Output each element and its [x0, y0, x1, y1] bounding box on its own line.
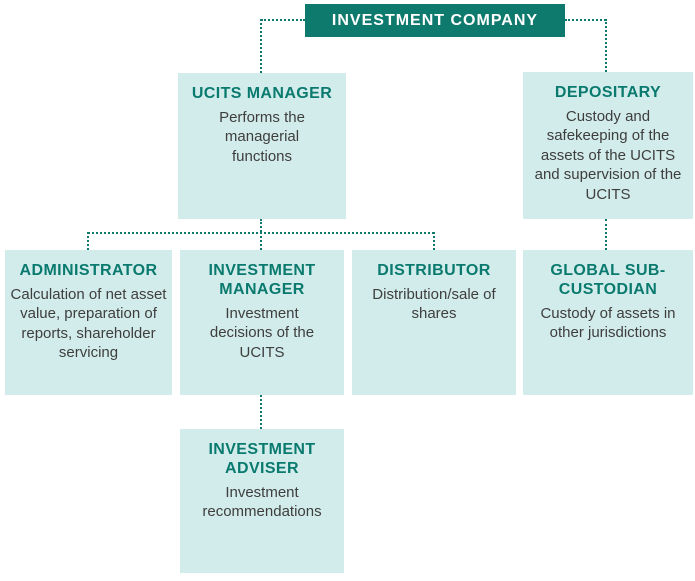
node-ucits-manager-description: Performs the managerial functions [219, 108, 305, 165]
node-investment-manager-title: INVESTMENT MANAGER [208, 262, 316, 298]
connector-investment-manager-to-adviser [260, 395, 262, 429]
node-investment-adviser: INVESTMENT ADVISER Investment recommenda… [180, 429, 344, 573]
node-administrator-title: ADMINISTRATOR [19, 262, 158, 279]
connector-drop-distributor [433, 232, 435, 250]
connector-root-to-depositary-horizontal [565, 19, 606, 21]
connector-ucits-manager-down [260, 219, 262, 232]
node-investment-adviser-title: INVESTMENT ADVISER [208, 441, 316, 477]
node-distributor-title: DISTRIBUTOR [377, 262, 491, 279]
connector-root-to-ucits-manager-vertical [260, 19, 262, 73]
node-ucits-manager: UCITS MANAGER Performs the managerial fu… [178, 73, 346, 219]
node-investment-company-title: INVESTMENT COMPANY [331, 11, 539, 29]
node-distributor-description: Distribution/sale of shares [372, 285, 496, 323]
node-administrator: ADMINISTRATOR Calculation of net asset v… [5, 250, 172, 395]
node-ucits-manager-title: UCITS MANAGER [191, 85, 333, 102]
connector-drop-administrator [87, 232, 89, 250]
connector-root-to-depositary-vertical [605, 19, 607, 72]
node-global-sub-custodian-description: Custody of assets in other jurisdictions [540, 304, 676, 342]
node-depositary: DEPOSITARY Custody and safekeeping of th… [523, 72, 693, 219]
node-investment-company: INVESTMENT COMPANY [305, 4, 565, 37]
node-depositary-description: Custody and safekeeping of the assets of… [534, 107, 682, 203]
node-administrator-description: Calculation of net asset value, preparat… [10, 285, 167, 362]
connector-root-to-ucits-manager-horizontal [261, 19, 305, 21]
connector-depositary-to-global-sub-custodian [605, 219, 607, 250]
connector-drop-investment-manager [260, 232, 262, 250]
node-distributor: DISTRIBUTOR Distribution/sale of shares [352, 250, 516, 395]
node-global-sub-custodian: GLOBAL SUB-CUSTODIAN Custody of assets i… [523, 250, 693, 395]
node-depositary-title: DEPOSITARY [554, 84, 662, 101]
node-investment-adviser-description: Investment recommendations [202, 483, 322, 521]
node-global-sub-custodian-title: GLOBAL SUB-CUSTODIAN [550, 262, 666, 298]
node-investment-manager: INVESTMENT MANAGER Investment decisions … [180, 250, 344, 395]
node-investment-manager-description: Investment decisions of the UCITS [209, 304, 315, 361]
